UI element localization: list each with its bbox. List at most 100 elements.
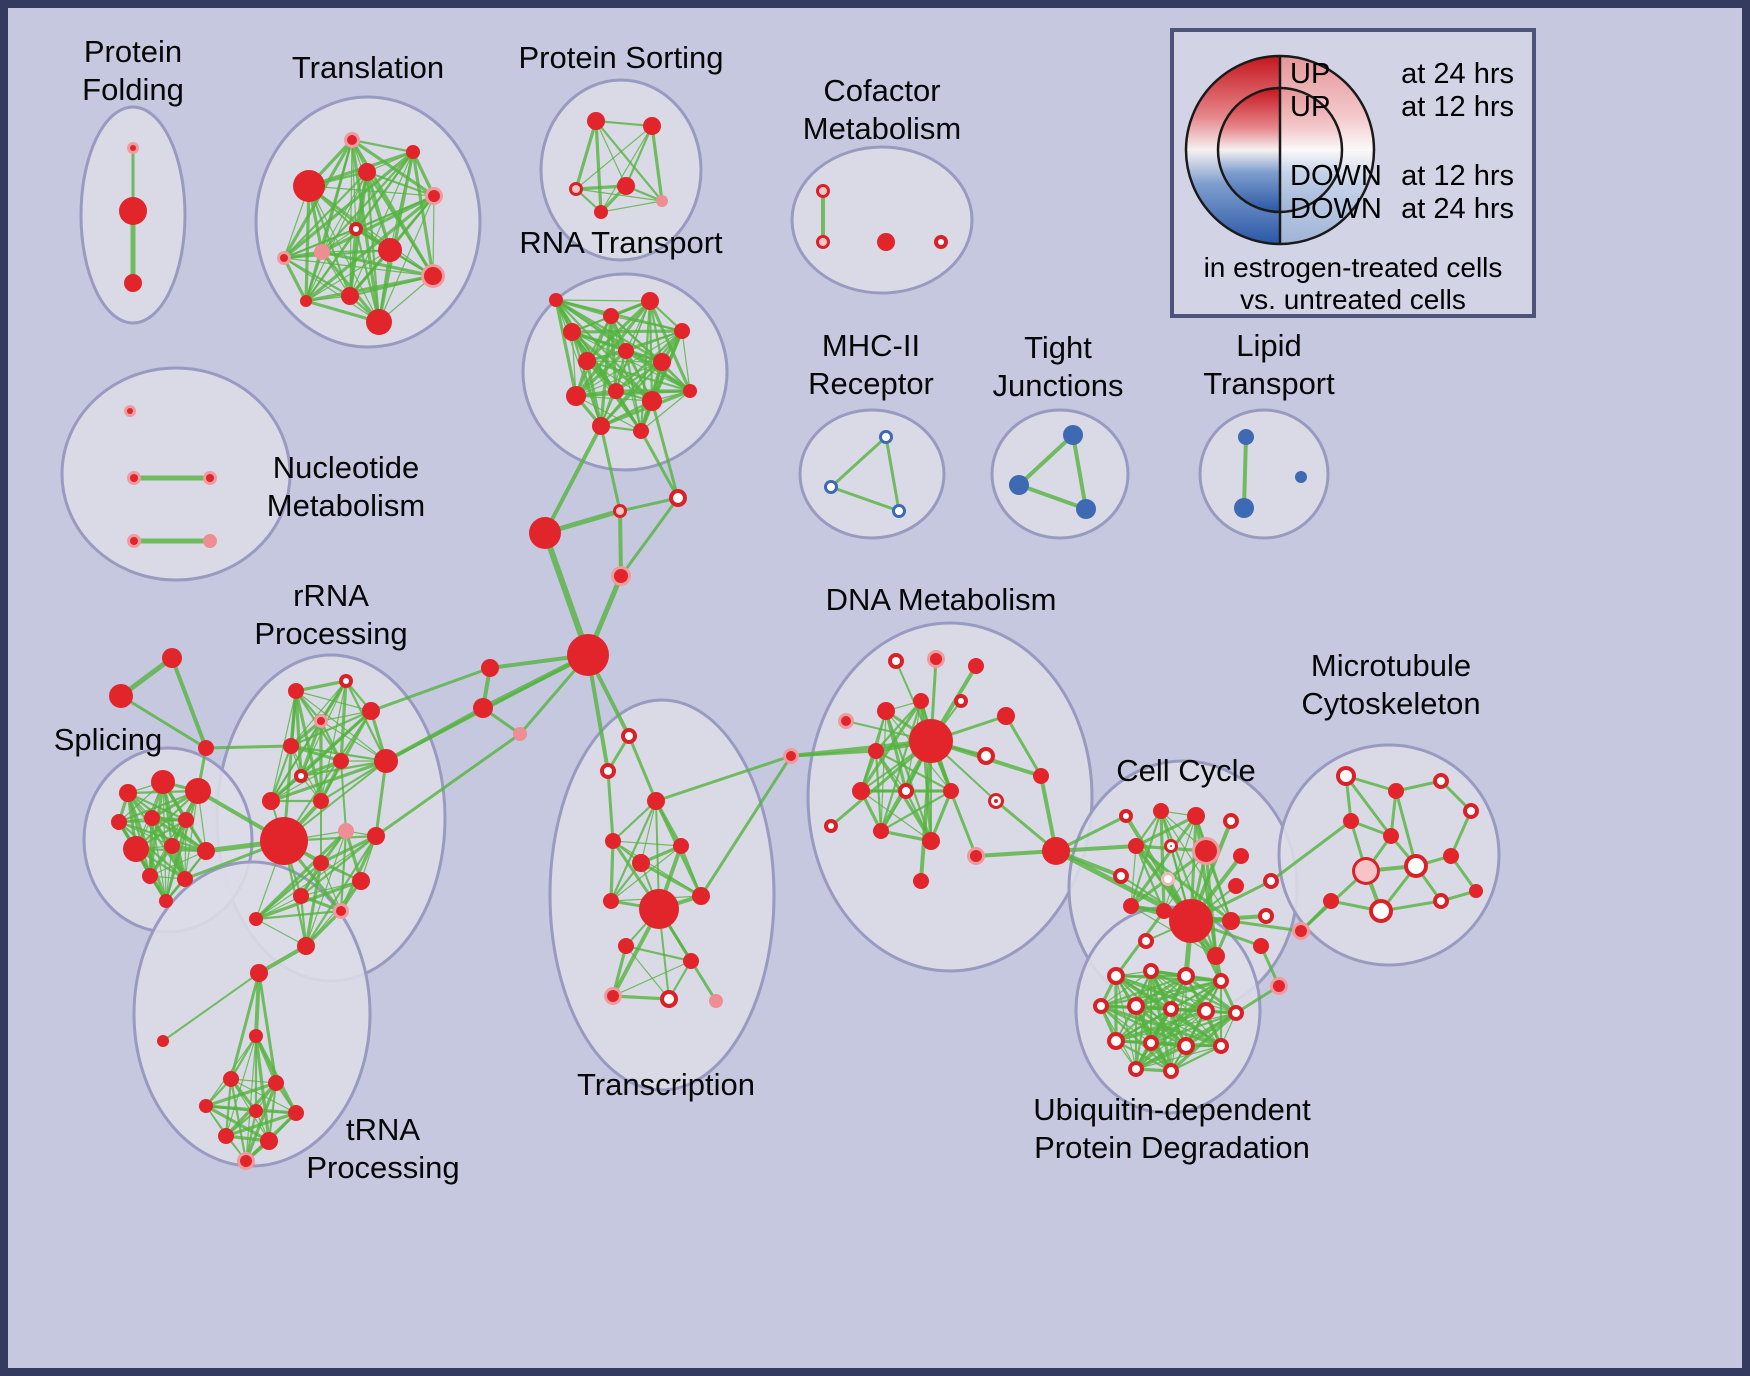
edge-ub3-ub5 xyxy=(1099,974,1188,1008)
cluster-nucleotide-metabolism xyxy=(60,366,292,582)
edge-dm14-dm17 xyxy=(879,789,953,833)
edge-rr1-rr6 xyxy=(295,690,387,762)
node-tc12-layer1 xyxy=(664,994,674,1004)
edge-rr12-ch7 xyxy=(374,732,522,838)
node-cm4-layer1 xyxy=(938,239,944,245)
node-mh2-layer1 xyxy=(827,483,835,491)
node-tc9 xyxy=(618,938,634,954)
edge-tr8-tr9 xyxy=(282,248,392,260)
node-tc8 xyxy=(692,887,710,905)
node-dm3 xyxy=(968,658,984,674)
node-tc13 xyxy=(709,994,723,1008)
cluster-label-mhc-1: MHC-II xyxy=(822,328,920,363)
node-ch5 xyxy=(481,659,499,677)
node-mh1-layer1 xyxy=(882,433,890,441)
node-rr16-layer1 xyxy=(336,906,346,916)
cluster-label-rrna-1: rRNA xyxy=(293,578,369,613)
edge-cc7-cc19 xyxy=(1204,849,1218,958)
node-sp4 xyxy=(111,814,127,830)
node-rt7 xyxy=(618,343,634,359)
edge-rt13-ch2 xyxy=(599,424,622,513)
nodes xyxy=(109,112,1483,1170)
edge-rr3-rr5 xyxy=(289,709,373,748)
edge-rrhub-rr3 xyxy=(283,710,372,842)
edge-tr8-tr11 xyxy=(282,256,352,298)
node-ps4 xyxy=(617,177,635,195)
node-dm5 xyxy=(877,702,895,720)
node-tr9 xyxy=(378,238,402,262)
node-cc2 xyxy=(1153,803,1169,819)
node-tr12 xyxy=(300,295,312,307)
node-sx2 xyxy=(109,684,133,708)
edge-ps2-ps4 xyxy=(624,124,654,188)
node-sp6 xyxy=(178,812,194,828)
edge-rr2-rr5 xyxy=(290,680,347,747)
node-dmhub xyxy=(909,719,953,763)
node-nm5 xyxy=(203,534,217,548)
node-ubx-layer1 xyxy=(1273,980,1285,992)
node-tj1 xyxy=(1063,425,1083,445)
edge-sp5-sp10 xyxy=(148,816,154,878)
node-lt1 xyxy=(1238,429,1254,445)
cluster-label-cofactor-1: Cofactor xyxy=(823,73,940,108)
node-rr13 xyxy=(313,855,329,871)
node-tr6-layer1 xyxy=(353,226,359,232)
node-rt8 xyxy=(653,353,671,371)
edge-rt1-rt9 xyxy=(554,298,578,398)
edge-rt8-rt9 xyxy=(575,361,663,397)
node-ub2-layer1 xyxy=(1147,967,1155,975)
node-rr8-layer1 xyxy=(298,773,304,779)
node-lt3 xyxy=(1295,471,1307,483)
node-cchub xyxy=(1169,899,1213,943)
node-rrhub xyxy=(260,817,308,865)
cluster-label-protein-folding-2: Folding xyxy=(82,72,184,107)
node-rr18 xyxy=(297,937,315,955)
edge-tr8-tr10 xyxy=(283,257,434,277)
node-tp7 xyxy=(249,1104,263,1118)
edge-tc3-tc4 xyxy=(611,799,658,843)
legend-direction-label: UP xyxy=(1290,58,1331,90)
node-mt12-layer1 xyxy=(1437,897,1445,905)
edge-tr6-tr11 xyxy=(348,227,358,298)
edge-sp5-sp12 xyxy=(151,817,167,902)
edge-rt4-rt13 xyxy=(600,300,651,427)
edge-rt14-ch1 xyxy=(639,429,680,500)
node-tp10 xyxy=(260,1132,278,1150)
node-ub12-layer1 xyxy=(1181,1041,1191,1051)
edge-tj2-tj3 xyxy=(1017,483,1088,511)
edge-tr4-tr13 xyxy=(377,150,415,324)
node-ub4-layer1 xyxy=(1217,977,1225,985)
node-cc1-layer1 xyxy=(1123,813,1129,819)
cluster-label-lipid-2: Transport xyxy=(1203,366,1335,401)
cluster-label-nucleotide-1: Nucleotide xyxy=(273,450,419,485)
node-cc10-layer1 xyxy=(1164,875,1172,883)
node-ps1 xyxy=(587,112,605,130)
node-tr4 xyxy=(406,145,420,159)
edge-ub3-ub6 xyxy=(1134,974,1188,1008)
edge-dm8-dm11 xyxy=(1004,714,1043,778)
legend-row-down-24hrs: DOWN at 24 hrs xyxy=(1290,193,1514,226)
node-tp2 xyxy=(157,1035,169,1047)
edge-lt1-lt2 xyxy=(1242,435,1248,510)
edge-dm5-dm13 xyxy=(884,709,908,793)
edge-mh2-mh3 xyxy=(829,485,901,513)
edge-rr13-rr18 xyxy=(304,861,323,948)
node-rt5 xyxy=(674,323,690,339)
cluster-mhc-ii-receptor xyxy=(798,408,946,540)
edge-tc11-tc12 xyxy=(611,994,671,1001)
node-dm16-layer1 xyxy=(828,823,834,829)
cluster-label-trna-2: Processing xyxy=(306,1150,459,1185)
cluster-label-translation: Translation xyxy=(292,50,444,85)
node-ch7 xyxy=(513,727,527,741)
edge-ch1-ch4 xyxy=(619,496,680,578)
node-dm4-layer1 xyxy=(841,716,851,726)
cluster-label-nucleotide-2: Metabolism xyxy=(267,488,426,523)
node-nm1-layer1 xyxy=(127,408,133,414)
edge-tc1-tc3 xyxy=(627,734,658,803)
node-cc9-layer1 xyxy=(1117,872,1125,880)
edge-rr5-rr7 xyxy=(289,744,343,763)
edge-tc8-dmx xyxy=(699,754,793,898)
node-rr17 xyxy=(249,912,263,926)
edge-rt11-ch1 xyxy=(650,399,680,500)
